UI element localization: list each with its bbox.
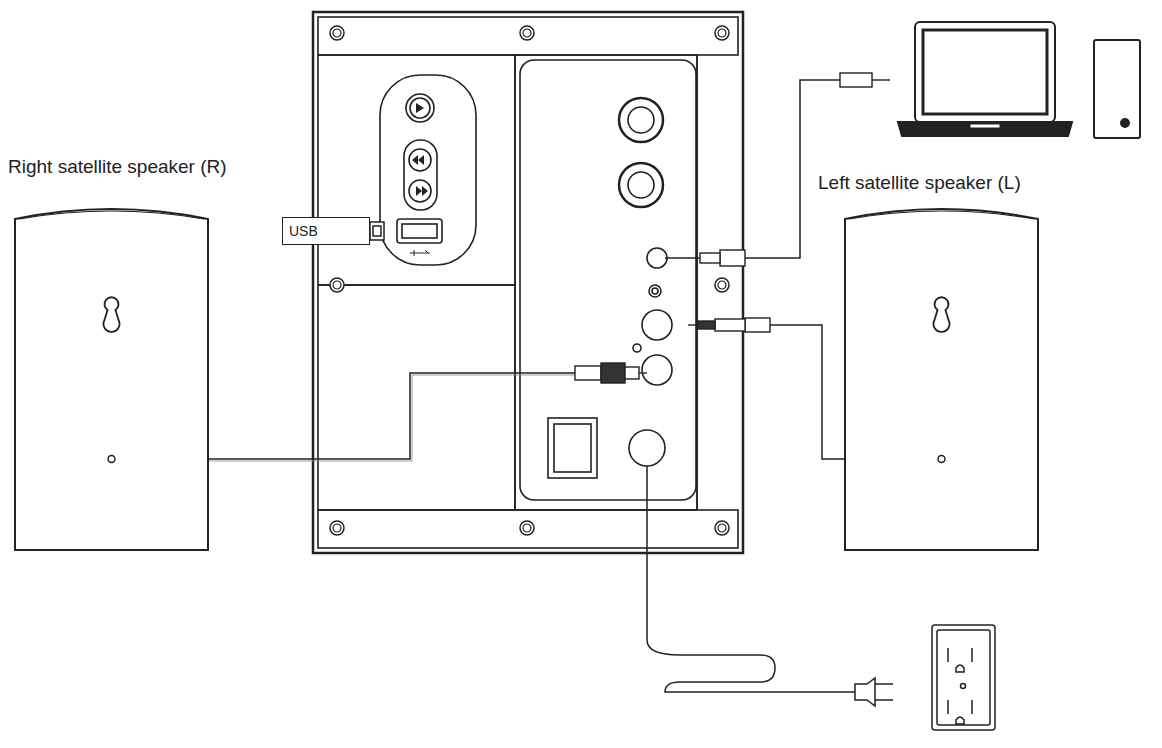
speaker-outline xyxy=(13,205,210,552)
speaker-label: Left satellite speaker (L) xyxy=(818,172,1021,194)
speaker-label: Right satellite speaker (R) xyxy=(8,156,227,178)
usb-label: USB xyxy=(283,223,318,239)
satellite-speaker: Left satellite speaker (L) xyxy=(815,166,1085,556)
speaker-outline xyxy=(843,205,1040,552)
satellite-speaker: Right satellite speaker (R) xyxy=(6,150,281,556)
usb-stick: USB xyxy=(282,217,370,245)
